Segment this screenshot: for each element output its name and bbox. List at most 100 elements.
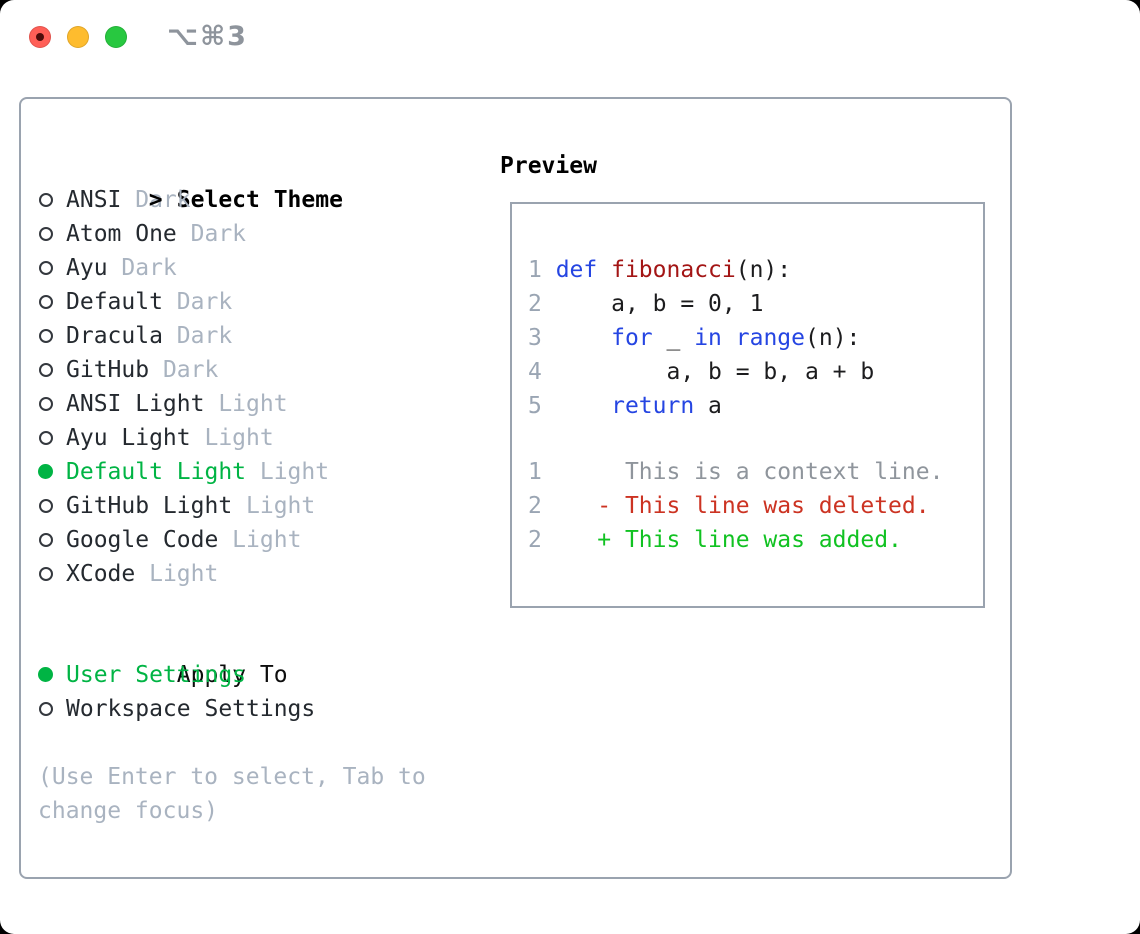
code-token: 1 (528, 459, 542, 485)
apply-option[interactable]: User Settings (38, 658, 315, 692)
focus-prompt-marker: > (149, 183, 177, 217)
radio-marker (38, 489, 66, 523)
code-line: 3 for _ in range(n): (528, 321, 983, 355)
apply-to-header: Apply To (38, 624, 315, 688)
code-token: def (555, 257, 598, 283)
code-token: return (611, 393, 695, 419)
radio-marker (38, 658, 66, 692)
theme-name: Ayu (66, 255, 108, 281)
diff-line: 2 - This line was deleted. (528, 489, 983, 523)
zoom-button[interactable] (105, 26, 127, 48)
apply-option-label: Workspace Settings (66, 696, 316, 722)
prompt-icon: > (148, 187, 163, 213)
theme-variant: Dark (162, 289, 233, 315)
code-token (722, 325, 736, 351)
theme-variant: Light (190, 425, 274, 451)
theme-variant: Dark (149, 357, 219, 383)
window-title: ⌥⌘3 (167, 21, 248, 52)
radio-icon (39, 499, 53, 513)
theme-name: Default Light (66, 459, 247, 485)
unsaved-dot-icon (36, 33, 44, 41)
theme-option[interactable]: GitHub Light Light (38, 489, 343, 523)
code-token (556, 393, 611, 419)
radio-marker (38, 217, 66, 251)
diff-line: 2 + This line was added. (528, 523, 983, 557)
code-token: 4 (528, 359, 556, 385)
code-token: 2 (528, 527, 542, 553)
radio-icon (39, 431, 53, 445)
theme-option[interactable]: XCode Light (38, 557, 343, 591)
close-button[interactable] (29, 26, 51, 48)
theme-option[interactable]: ANSI Dark (38, 183, 343, 217)
theme-variant: Light (204, 391, 288, 417)
radio-icon (39, 193, 53, 207)
code-token: a, b = 0, 1 (555, 291, 764, 317)
code-token: 2 (528, 493, 542, 519)
code-line: 2 a, b = 0, 1 (528, 287, 983, 321)
code-token: range (735, 325, 805, 351)
code-token: (n): (735, 257, 792, 283)
radio-marker (38, 319, 66, 353)
theme-variant: Dark (121, 187, 191, 213)
code-token (597, 257, 611, 283)
code-line: 1 def fibonacci(n): (528, 253, 983, 287)
radio-icon (39, 397, 53, 411)
theme-variant: Light (135, 561, 219, 587)
radio-icon (39, 227, 53, 241)
code-token (556, 325, 611, 351)
radio-marker (38, 285, 66, 319)
code-line: 4 a, b = b, a + b (528, 355, 983, 389)
theme-name: XCode (66, 561, 136, 587)
radio-icon (39, 329, 53, 343)
radio-marker (38, 387, 66, 421)
theme-name: Default (66, 289, 163, 315)
radio-marker (38, 421, 66, 455)
code-token: fibonacci (611, 257, 736, 283)
theme-option[interactable]: Atom One Dark (38, 217, 343, 251)
theme-option[interactable]: Ayu Light Light (38, 421, 343, 455)
code-token: - This line was deleted. (541, 493, 930, 519)
theme-variant: Dark (162, 323, 233, 349)
radio-icon (39, 261, 53, 275)
code-token: 2 (528, 291, 556, 317)
theme-option[interactable]: Dracula Dark (38, 319, 343, 353)
theme-option[interactable]: Ayu Dark (38, 251, 343, 285)
theme-option[interactable]: GitHub Dark (38, 353, 343, 387)
theme-name: GitHub (66, 357, 150, 383)
apply-to-title: Apply To (176, 662, 288, 688)
theme-option[interactable]: ANSI Light Light (38, 387, 343, 421)
theme-name: Dracula (66, 323, 163, 349)
code-token: _ (652, 325, 695, 351)
code-token: 1 (528, 257, 556, 283)
theme-option[interactable]: Default Dark (38, 285, 343, 319)
code-token: in (694, 325, 722, 351)
apply-option-label: User Settings (66, 662, 247, 688)
radio-icon (39, 702, 53, 716)
radio-marker (38, 353, 66, 387)
theme-name: ANSI Light (66, 391, 205, 417)
theme-option[interactable]: Google Code Light (38, 523, 343, 557)
radio-marker (38, 557, 66, 591)
window-controls (29, 26, 127, 48)
radio-marker (38, 183, 66, 217)
diff-preview: 1 This is a context line.2 - This line w… (528, 455, 983, 557)
code-token: (n): (805, 325, 861, 351)
theme-name: Ayu Light (66, 425, 191, 451)
apply-option[interactable]: Workspace Settings (38, 692, 315, 726)
theme-option[interactable]: Default Light Light (38, 455, 343, 489)
minimize-button[interactable] (67, 26, 89, 48)
radio-selected-icon (38, 667, 53, 682)
theme-variant: Light (218, 527, 302, 553)
radio-marker (38, 251, 66, 285)
code-line: 5 return a (528, 389, 983, 423)
code-token: 3 (528, 325, 556, 351)
radio-marker (38, 455, 66, 489)
hint-line: (Use Enter to select, Tab to (38, 764, 426, 790)
keyboard-hint: (Use Enter to select, Tab to change focu… (38, 760, 426, 828)
preview-title: Preview (500, 153, 597, 179)
select-theme-header: >Select Theme (38, 149, 343, 213)
theme-name: GitHub Light (66, 493, 233, 519)
theme-name: Atom One (66, 221, 177, 247)
